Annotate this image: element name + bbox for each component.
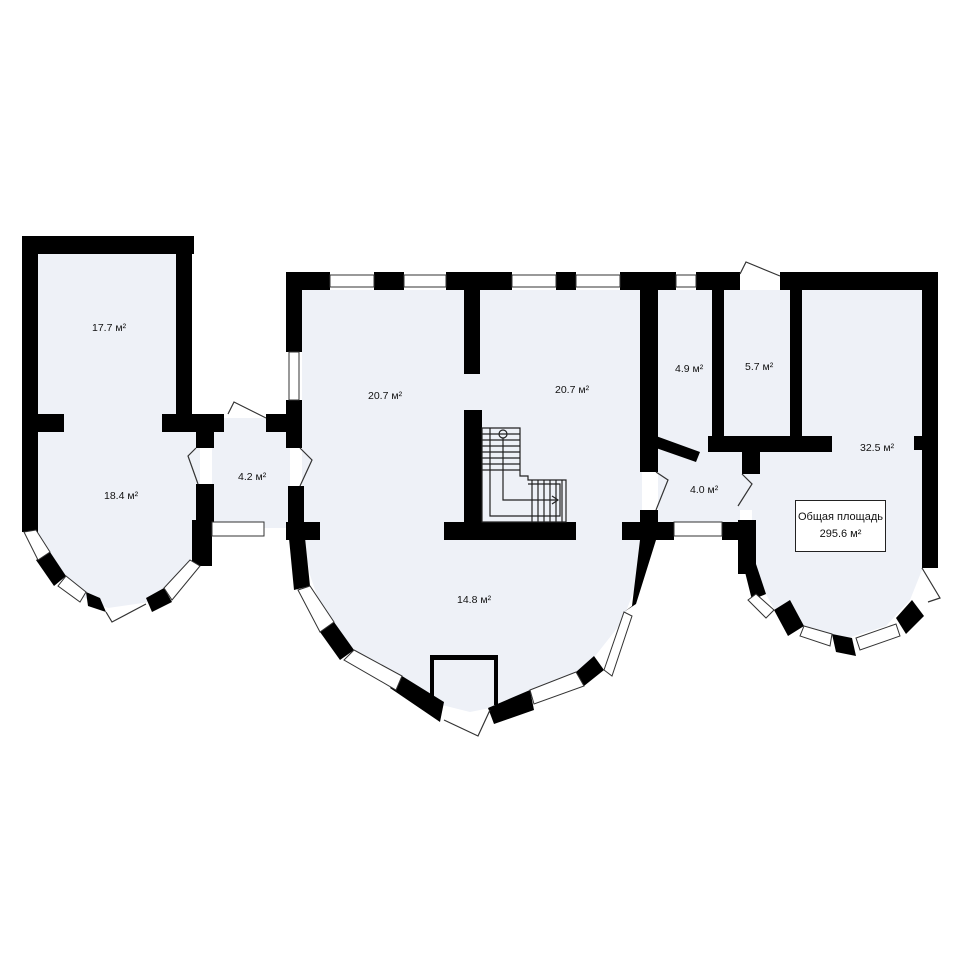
wall [576,656,604,686]
wall [196,432,214,448]
room-area-label: 18.4 м² [104,490,139,502]
window-icon [575,274,621,288]
wall [556,272,576,290]
door-swing-icon [187,447,199,485]
wall [288,528,310,590]
wall [640,272,658,472]
window-icon [57,575,87,603]
window-icon [747,593,775,619]
door-swing-icon [737,473,753,507]
wall [286,272,302,352]
room-labels: 17.7 м² 18.4 м² 4.2 м² 20.7 м² 20.7 м² 1… [92,322,895,606]
door-swing-icon [105,603,147,623]
window-icon [799,625,833,647]
room-area-label: 4.2 м² [238,471,267,483]
room-area-label: 20.7 м² [368,390,403,402]
window-icon [329,274,375,288]
wall [914,436,922,450]
wall [774,600,804,636]
door-swing-icon [299,447,313,487]
wall [430,655,434,705]
window-icon [163,559,201,601]
wall [494,655,498,705]
door-swing-icon [739,261,781,277]
wall [22,236,194,254]
window-icon [297,585,335,633]
wall [712,272,724,440]
wall [176,236,192,418]
room-area-label: 17.7 м² [92,322,127,334]
wall [738,520,756,574]
wall [780,272,938,290]
room-area-label: 4.9 м² [675,363,704,375]
room-area-label: 4.0 м² [690,484,719,496]
wall [464,290,480,374]
door-swing-icon [227,401,267,419]
window-icon [603,611,633,677]
wall [320,622,354,660]
wall [86,592,106,612]
window-icon [403,274,447,288]
windows [23,274,901,705]
window-icon [343,649,403,691]
window-icon [211,521,265,537]
wall [742,452,760,474]
total-area-box: Общая площадь 295.6 м² [795,500,886,552]
wall [192,520,212,566]
room-area-label: 5.7 м² [745,361,774,373]
wall [390,676,444,722]
wall [22,236,38,532]
wall [288,486,304,528]
total-area-label: Общая площадь [798,511,883,523]
floor-vestibule [212,418,290,528]
wall [922,272,938,568]
room-area-label: 32.5 м² [860,442,895,454]
wall [832,634,856,656]
staircase-icon [481,427,567,523]
wall [196,484,214,524]
room-area-label: 14.8 м² [457,594,492,606]
wall [656,436,700,462]
window-icon [675,274,697,288]
window-icon [673,521,723,537]
floor-left-wing [38,252,200,608]
wall [286,400,302,432]
room-area-label: 20.7 м² [555,384,590,396]
wall [444,522,576,540]
wall [22,414,64,432]
window-icon [511,274,557,288]
total-area-value: 295.6 м² [819,528,862,540]
walls [22,236,938,724]
door-swing-icon [655,471,669,511]
wall [464,410,482,522]
wall [430,655,498,660]
window-icon [288,351,300,401]
window-icon [855,623,901,651]
doors [105,261,941,737]
wall [162,414,224,432]
wall [896,600,924,634]
wall [624,540,656,612]
wall [708,436,832,452]
door-swing-icon [443,709,491,737]
window-icon [529,671,585,705]
window-icon [23,529,51,561]
wall [286,432,302,448]
wall [36,552,66,586]
wall [488,690,534,724]
wall [146,588,172,612]
wall [374,272,404,290]
wall [446,272,512,290]
wall [744,564,766,600]
wall [640,510,658,540]
wall [790,288,802,440]
door-swing-icon [921,567,941,603]
